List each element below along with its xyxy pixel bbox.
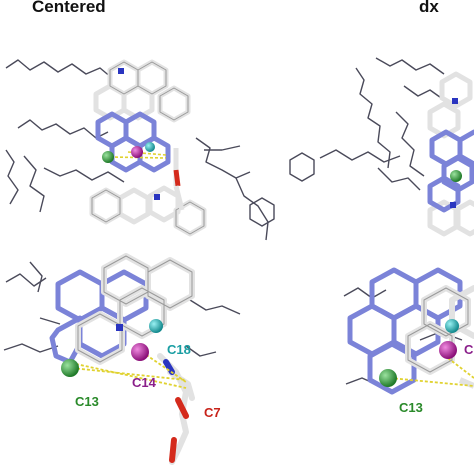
label-c13-dx: C13 <box>399 400 423 415</box>
green-atom <box>102 151 114 163</box>
cyan-atom <box>145 142 155 152</box>
aromatic-ring <box>439 71 473 109</box>
magenta-atom <box>131 146 143 158</box>
blue-ring <box>137 135 171 173</box>
aromatic-ring <box>453 199 474 237</box>
blue-ring <box>391 303 441 357</box>
nitrogen-atom <box>154 194 160 200</box>
cyclohexyl-ring <box>289 152 315 182</box>
alkyl-chain <box>375 57 445 75</box>
alkyl-chain <box>17 119 109 139</box>
alkyl-chain <box>195 137 251 179</box>
cyclohexyl-ring <box>249 197 275 227</box>
alkyl-chain <box>377 167 421 191</box>
label-c13: C13 <box>75 394 99 409</box>
alkyl-chain <box>39 317 61 325</box>
alkyl-chain <box>355 67 391 169</box>
alkyl-chain <box>29 261 43 293</box>
aromatic-ring <box>117 187 151 225</box>
label-c7: C7 <box>204 405 221 420</box>
nitrogen-atom <box>118 68 124 74</box>
alkyl-chain <box>23 155 45 213</box>
alkyl-chain <box>189 299 241 315</box>
green-atom <box>379 369 397 387</box>
aromatic-ring <box>145 257 195 311</box>
centered-closeup-model <box>3 253 241 465</box>
alkyl-chain <box>3 343 59 353</box>
alkyl-chain <box>5 59 113 79</box>
alkyl-chain <box>235 177 269 241</box>
green-atom <box>450 170 462 182</box>
dx-overview-model <box>289 57 474 237</box>
alkyl-chain <box>185 345 217 357</box>
panel-title-dx: dx <box>419 0 439 16</box>
blue-ring <box>367 341 417 395</box>
aromatic-ring <box>427 101 461 139</box>
alkyl-chain <box>43 167 125 183</box>
alkyl-chain <box>395 111 425 177</box>
dx-closeup-model <box>343 267 474 395</box>
cyan-atom <box>445 319 459 333</box>
blue-ring <box>457 129 474 167</box>
cyan-atom <box>149 319 163 333</box>
alkyl-chain <box>204 145 241 151</box>
aromatic-ring <box>157 85 191 123</box>
aromatic-ring <box>89 187 123 225</box>
nitrogen-atom <box>450 202 456 208</box>
panel-title-centered: Centered <box>32 0 106 16</box>
alkyl-chain <box>403 85 445 101</box>
centered-overview-model <box>5 59 275 241</box>
alkyl-chain <box>343 287 387 299</box>
blue-ring <box>441 155 474 193</box>
magenta-atom <box>131 343 149 361</box>
green-atom <box>61 359 79 377</box>
magenta-atom <box>439 341 457 359</box>
label-c14: C14 <box>132 375 156 390</box>
alkyl-chain <box>5 149 19 205</box>
label-c-partial: C <box>464 342 474 357</box>
nitrogen-atom <box>116 324 123 331</box>
alkyl-chain <box>319 149 401 163</box>
label-c18: C18 <box>167 342 191 357</box>
nitrogen-atom <box>452 98 458 104</box>
blue-ring <box>427 175 461 213</box>
